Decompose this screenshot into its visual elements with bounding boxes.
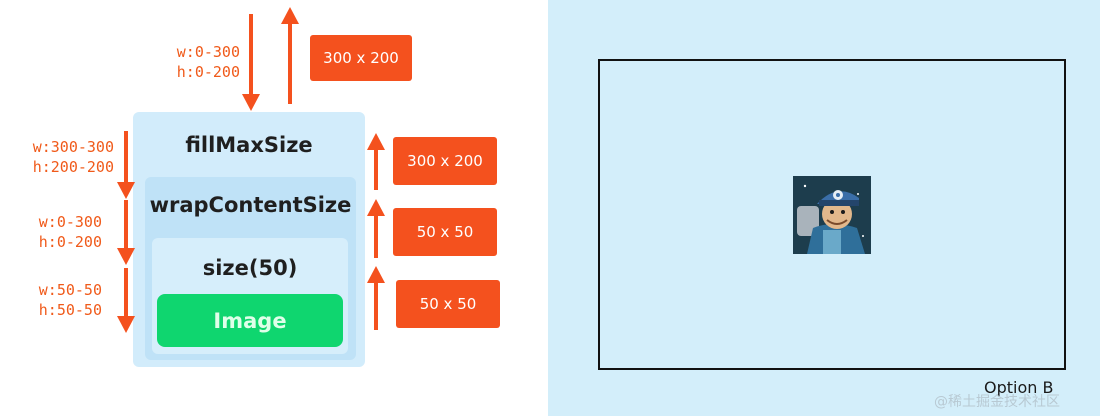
arrowhead-up-middle bbox=[367, 199, 385, 216]
watermark: @稀土掘金技术社区 bbox=[934, 394, 1060, 410]
astronaut-avatar-icon bbox=[793, 176, 871, 254]
arrowhead-down-outer bbox=[117, 182, 135, 199]
option-label: Option B bbox=[984, 378, 1054, 397]
arrowhead-up-top bbox=[281, 7, 299, 24]
constraint-label-top: w:0-300 h:0-200 bbox=[176, 43, 240, 81]
size-badge-outer: 300 x 200 bbox=[393, 137, 497, 185]
size-badge-inner: 50 x 50 bbox=[396, 280, 500, 328]
arrowhead-down-inner bbox=[117, 316, 135, 333]
wrapcontentsize-label: wrapContentSize bbox=[149, 193, 352, 217]
arrowhead-down-middle bbox=[117, 248, 135, 265]
option-frame bbox=[598, 59, 1066, 370]
constraint-label-middle: w:0-300 h:0-200 bbox=[38, 213, 102, 251]
image-element: Image bbox=[157, 294, 343, 347]
constraint-label-outer: w:300-300 h:200-200 bbox=[32, 138, 114, 176]
constraint-label-inner: w:50-50 h:50-50 bbox=[38, 281, 102, 319]
size-badge-top: 300 x 200 bbox=[310, 35, 412, 81]
flow-arrows bbox=[117, 7, 385, 333]
arrowhead-up-inner bbox=[367, 266, 385, 283]
arrowhead-down-top bbox=[242, 94, 260, 111]
size50-label: size(50) bbox=[202, 256, 298, 280]
fillmaxsize-label: fillMaxSize bbox=[185, 133, 313, 157]
size-badge-middle: 50 x 50 bbox=[393, 208, 497, 256]
arrowhead-up-outer bbox=[367, 133, 385, 150]
